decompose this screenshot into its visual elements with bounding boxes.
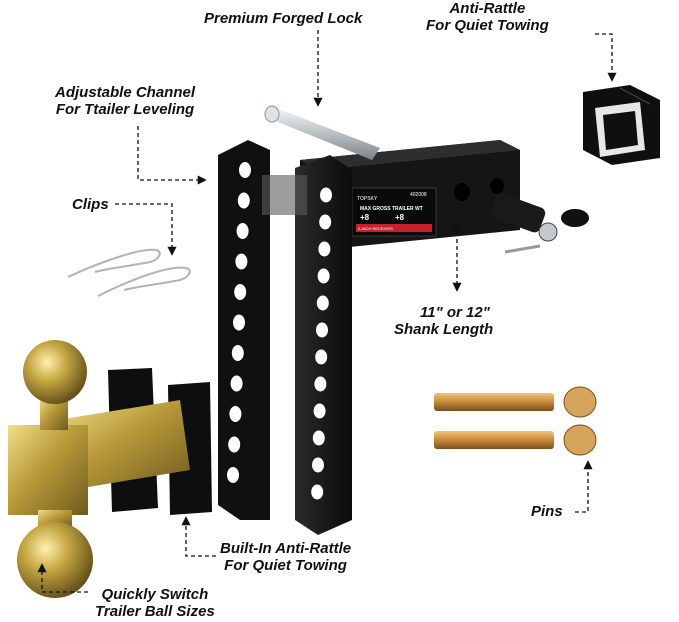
channel-hole	[235, 253, 248, 270]
channel-hole	[236, 223, 249, 239]
label-pins: Pins	[531, 503, 563, 520]
label-built-in-anti-rattle: Built-In Anti-Rattle For Quiet Towing	[220, 540, 352, 574]
channel-hole	[314, 376, 327, 392]
channel-hole	[319, 214, 332, 230]
label-heading: MAX GROSS TRAILER WT	[360, 206, 423, 212]
channel-hole	[313, 403, 326, 419]
label-quickly-switch: Quickly Switch Trailer Ball Sizes	[95, 586, 215, 620]
key-lock	[490, 193, 589, 254]
label-clips: Clips	[72, 196, 109, 213]
trailer-ball-bottom	[17, 522, 93, 598]
channel-hole	[315, 349, 328, 365]
channel-hole	[320, 187, 332, 203]
trailer-ball-top	[23, 340, 87, 404]
arrow-anti-rattle-top	[595, 33, 617, 82]
channel-hole	[316, 322, 328, 338]
callout-arrows	[37, 30, 617, 593]
product-label: TOPSKY 402008 MAX GROSS TRAILER WT +8 +8…	[351, 187, 437, 237]
channel-holes-right	[311, 187, 332, 500]
channel-hole	[233, 314, 245, 331]
channel-hole	[237, 192, 250, 209]
arrow-pins	[575, 460, 593, 513]
label-adjustable-channel: Adjustable Channel For Ttailer Leveling	[55, 84, 196, 118]
hitch-clips	[67, 248, 191, 297]
label-model: 402008	[410, 192, 427, 198]
channel-hole	[230, 375, 243, 392]
label-anti-rattle-top: Anti-Rattle For Quiet Towing	[426, 0, 549, 34]
anti-rattle-sleeve	[583, 85, 660, 165]
label-receiver: 2-INCH RECEIVER	[358, 226, 393, 231]
label-premium-forged-lock: Premium Forged Lock	[204, 10, 363, 27]
arrow-builtin	[181, 516, 216, 557]
drop-channel	[218, 140, 352, 535]
arrow-channel	[137, 126, 207, 185]
channel-hole	[317, 268, 330, 284]
label-rating-a: +8	[360, 213, 370, 222]
label-rating-b: +8	[395, 213, 405, 222]
channel-hole	[239, 162, 251, 178]
ball-mount	[8, 340, 212, 598]
channel-hole	[234, 284, 247, 300]
lock-pin	[264, 105, 380, 160]
channel-holes-left	[227, 162, 251, 483]
channel-hole	[312, 457, 324, 473]
channel-hole	[229, 406, 242, 422]
channel-hole	[227, 467, 239, 483]
channel-hole	[318, 241, 331, 257]
label-brand: TOPSKY	[357, 196, 378, 202]
arrow-switch	[37, 563, 88, 593]
arrow-clips	[115, 203, 177, 256]
channel-hole	[231, 345, 244, 361]
label-shank-length: 11" or 12" Shank Length	[394, 304, 494, 338]
channel-hole	[228, 436, 241, 453]
channel-hole	[311, 484, 324, 500]
hitch-pins	[434, 386, 597, 456]
channel-hole	[312, 430, 325, 446]
channel-hole	[316, 295, 329, 311]
